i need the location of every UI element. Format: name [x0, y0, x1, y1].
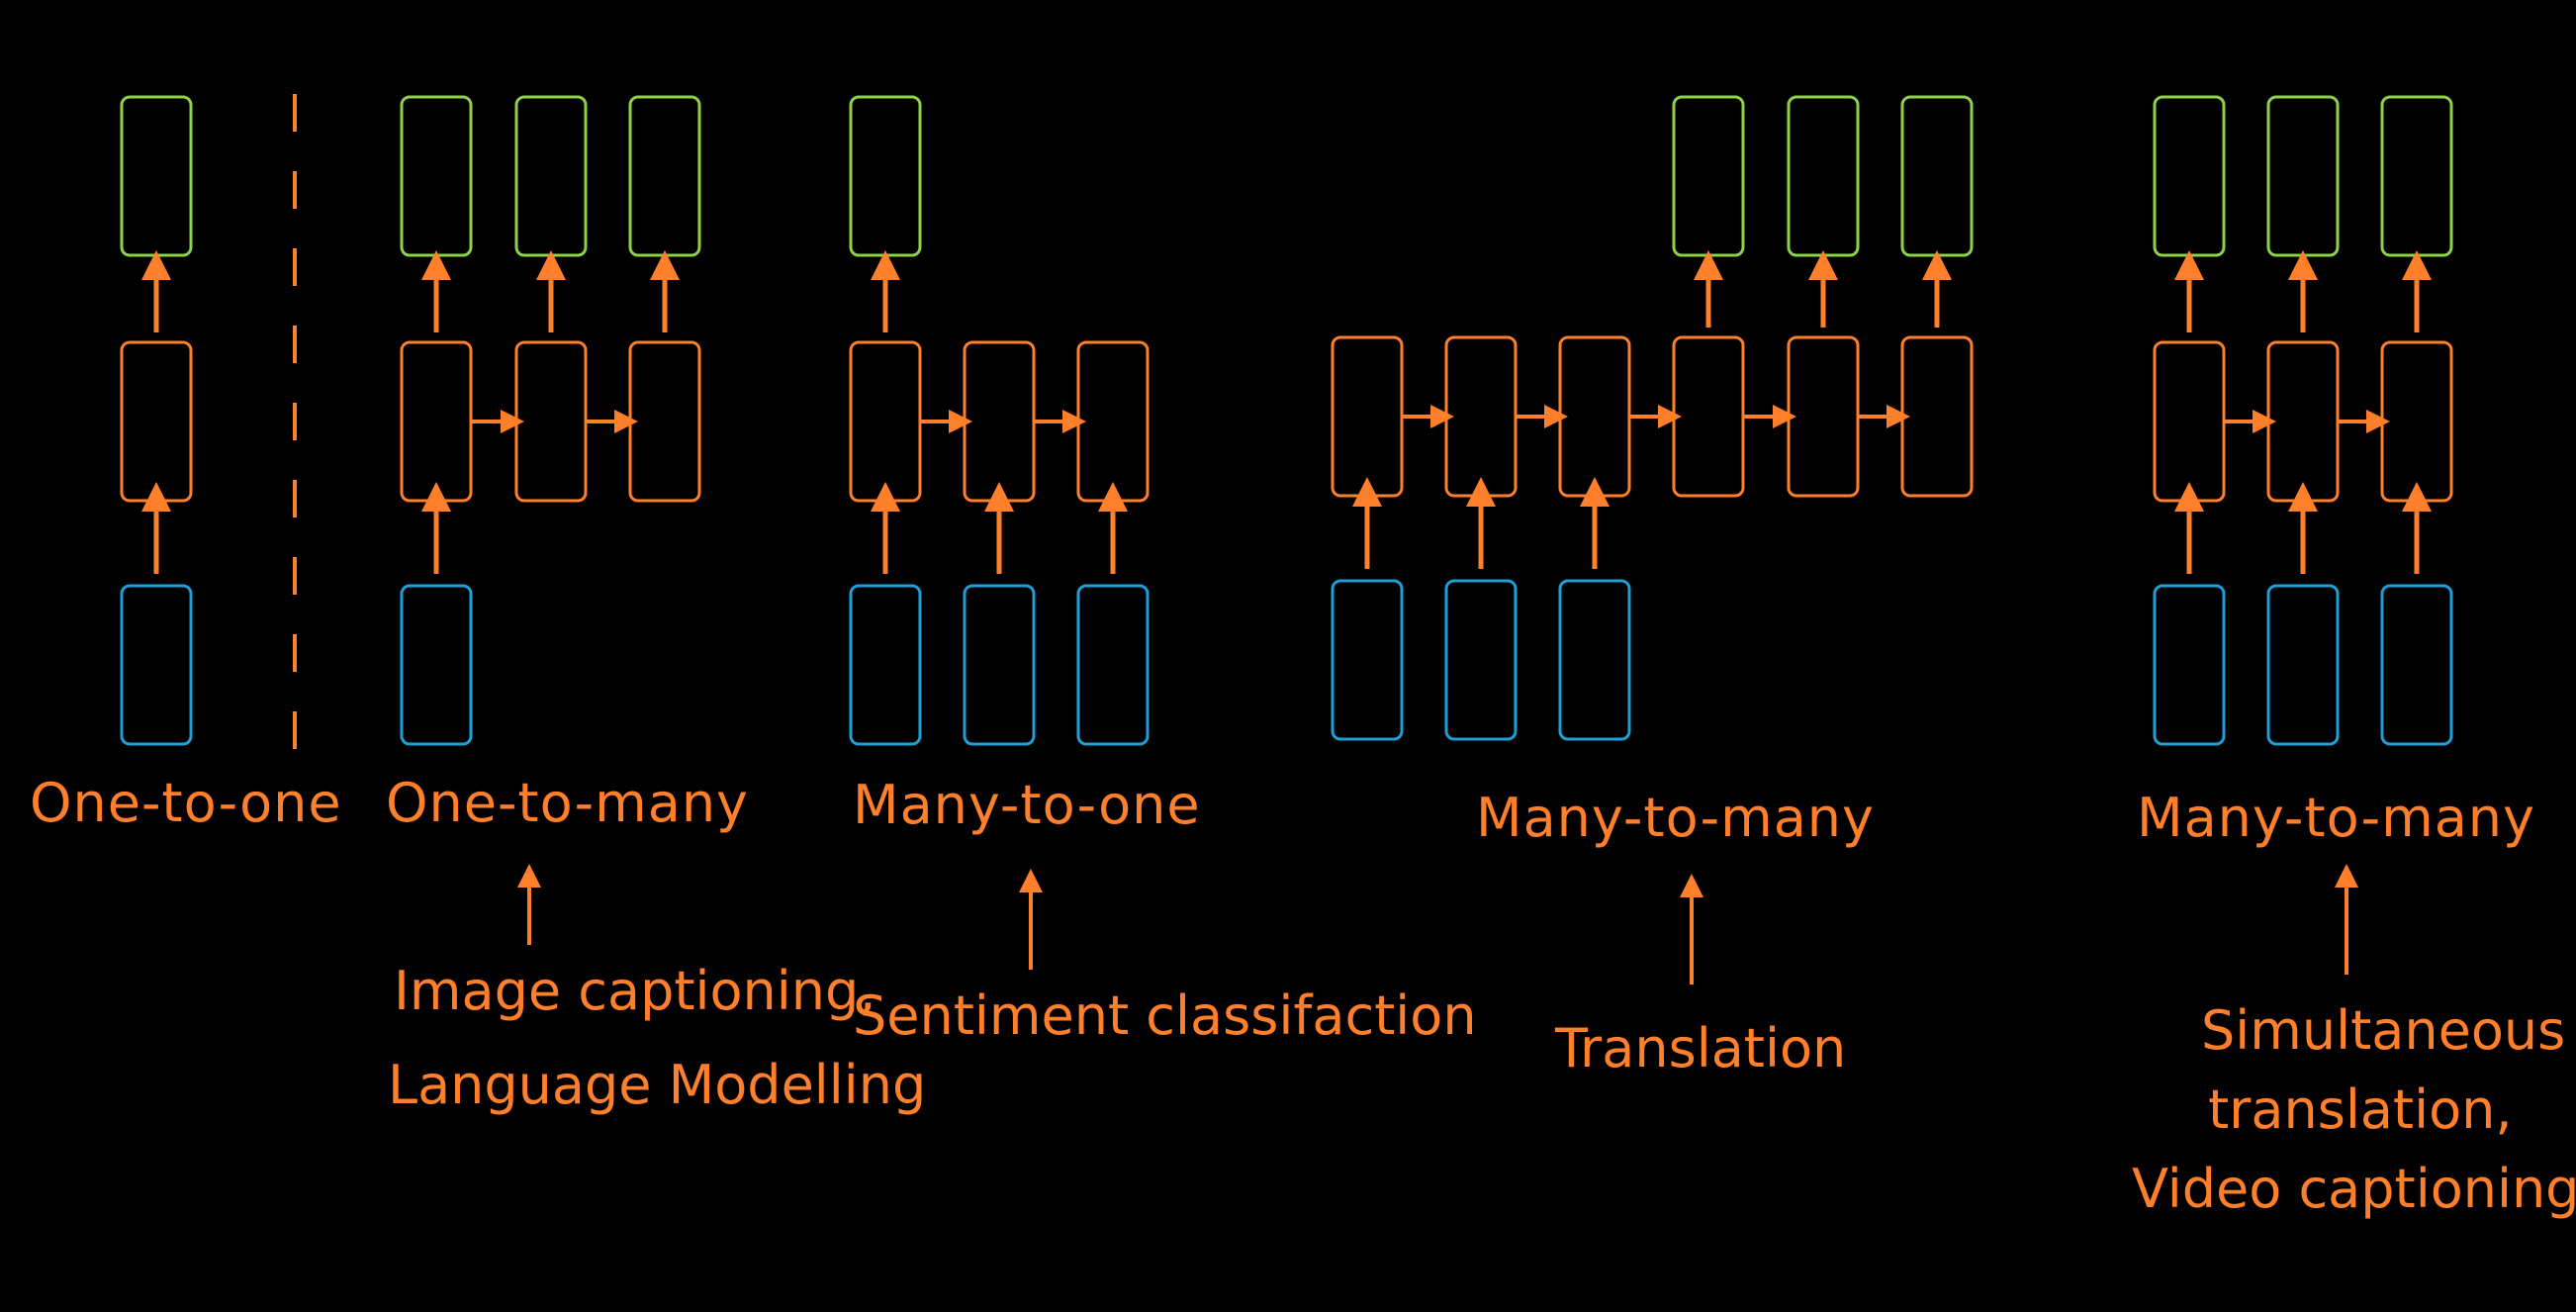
label-one-to-one: One-to-one [30, 772, 342, 834]
output-cell [400, 95, 473, 257]
output-cell [120, 95, 193, 257]
hidden-cell [849, 340, 922, 503]
input-cell [1558, 579, 1631, 741]
rnn-arrows [141, 250, 2432, 574]
hidden-cell [400, 340, 473, 503]
hidden-cell [1900, 335, 1974, 498]
application-many-to-one: Sentiment classifaction [853, 984, 1477, 1047]
hidden-cell [1787, 335, 1860, 498]
hidden-cell [963, 340, 1036, 503]
hidden-cell [2153, 340, 2226, 503]
input-cell [2380, 584, 2453, 746]
application-many-to-many-sync-line3: Video captioning [2132, 1158, 2576, 1220]
hidden-cell [1672, 335, 1745, 498]
application-pointer-arrows [517, 864, 2358, 984]
application-many-to-many-sync-line2: translation, [2208, 1078, 2513, 1141]
rnn-cells [120, 95, 2453, 746]
input-cell [1444, 579, 1518, 741]
input-cell [2153, 584, 2226, 746]
label-one-to-many: One-to-many [386, 772, 749, 834]
output-cell [2153, 95, 2226, 257]
input-cell [963, 584, 1036, 746]
application-one-to-many-line1: Image captioning, [394, 960, 875, 1022]
output-cell [1900, 95, 1974, 257]
hidden-cell [1444, 335, 1518, 498]
output-cell [628, 95, 701, 257]
label-many-to-many-seq2seq: Many-to-many [1476, 787, 1875, 849]
output-cell [2380, 95, 2453, 257]
input-cell [120, 584, 193, 746]
hidden-cell [1331, 335, 1404, 498]
output-cell [1672, 95, 1745, 257]
input-cell [1331, 579, 1404, 741]
application-many-to-many-sync-line1: Simultaneous [2201, 999, 2565, 1062]
output-cell [514, 95, 588, 257]
label-many-to-many-sync: Many-to-many [2137, 787, 2535, 849]
output-cell [1787, 95, 1860, 257]
label-many-to-one: Many-to-one [853, 774, 1201, 836]
application-many-to-many-seq2seq: Translation [1554, 1017, 1846, 1079]
hidden-cell [2266, 340, 2340, 503]
input-cell [849, 584, 922, 746]
hidden-cell [2380, 340, 2453, 503]
hidden-cell [1076, 340, 1150, 503]
hidden-cell [628, 340, 701, 503]
hidden-cell [1558, 335, 1631, 498]
hidden-cell [120, 340, 193, 503]
input-cell [2266, 584, 2340, 746]
input-cell [1076, 584, 1150, 746]
hidden-cell [514, 340, 588, 503]
input-cell [400, 584, 473, 746]
application-one-to-many-line2: Language Modelling [388, 1054, 926, 1116]
output-cell [849, 95, 922, 257]
output-cell [2266, 95, 2340, 257]
